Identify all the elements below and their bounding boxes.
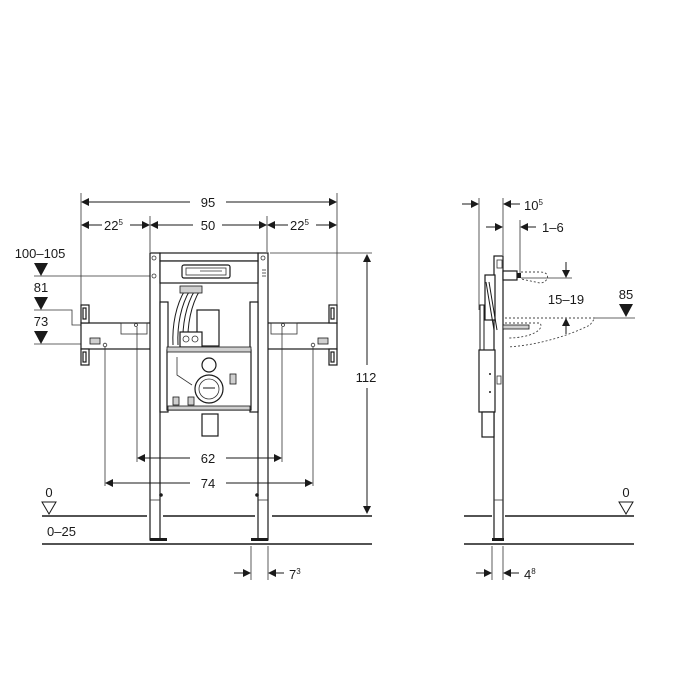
- svg-text:105: 105: [524, 198, 543, 213]
- frame-side-profile: [478, 255, 530, 541]
- dim-foot-side: 48: [476, 546, 536, 582]
- dim-fix-inner: 62: [137, 451, 282, 466]
- dim-7-3-label: 7: [289, 567, 296, 582]
- dim-22-5-left-label: 22: [104, 218, 118, 233]
- level-81-label: 81: [34, 280, 48, 295]
- level-open-triangle-icon: [618, 501, 634, 515]
- svg-text:225: 225: [290, 218, 309, 233]
- dim-total-width: 95: [81, 195, 337, 210]
- level-open-triangle-icon: [41, 501, 57, 515]
- dim-sup: 5: [538, 198, 543, 207]
- dim-fix-outer: 74: [105, 476, 313, 491]
- level-triangle-icon: [619, 304, 633, 317]
- dim-10-5-label: 10: [524, 198, 538, 213]
- dim-depth: 105: [462, 198, 543, 213]
- level-triangle-icon: [34, 297, 48, 310]
- dim-foot-front: 73: [234, 546, 301, 582]
- level-triangle-icon: [34, 263, 48, 276]
- drain-outlet: [201, 413, 219, 437]
- dim-offset: 1–6: [486, 220, 564, 235]
- side-floor-levels: 0: [464, 485, 634, 545]
- front-view: 95 225 50 225 100–105 81: [15, 193, 377, 582]
- dim-right-bracket: 225: [267, 218, 337, 233]
- dim-50-label: 50: [201, 218, 215, 233]
- dim-left-bracket: 225: [81, 218, 150, 233]
- dim-height: 112: [270, 252, 377, 514]
- svg-text:48: 48: [524, 567, 536, 582]
- dim-4-8-label: 4: [524, 567, 531, 582]
- dim-15-19-label: 15–19: [548, 292, 584, 307]
- dim-112-label: 112: [356, 370, 377, 385]
- left-wall-bracket: [80, 304, 152, 366]
- dim-rim-range: 15–19: [521, 262, 584, 334]
- dim-74-label: 74: [201, 476, 215, 491]
- floor-levels: 0 0–25: [41, 485, 372, 545]
- level-85-label: 85: [619, 287, 633, 302]
- level-marker-top: 100–105: [15, 246, 150, 277]
- flush-actuator: [181, 264, 231, 279]
- dim-22-5-right-label: 22: [290, 218, 304, 233]
- level-triangle-icon: [34, 331, 48, 344]
- dim-sup: 8: [531, 567, 536, 576]
- level-0-25-label: 0–25: [47, 524, 76, 539]
- level-0-label: 0: [622, 485, 629, 500]
- dim-sup: 5: [304, 218, 309, 227]
- dim-95-label: 95: [201, 195, 215, 210]
- level-73-label: 73: [34, 314, 48, 329]
- installation-frame: [149, 252, 269, 541]
- dim-sup: 5: [118, 218, 123, 227]
- wc-outline-dashed: [505, 271, 596, 348]
- dim-62-label: 62: [201, 451, 215, 466]
- dim-sup: 3: [296, 567, 301, 576]
- level-0-label: 0: [45, 485, 52, 500]
- level-100-105-label: 100–105: [15, 246, 66, 261]
- level-marker-rim: 85: [595, 287, 635, 319]
- right-wall-bracket: [266, 304, 338, 366]
- side-view: 105 1–6: [462, 198, 635, 582]
- svg-text:73: 73: [289, 567, 301, 582]
- dim-1-6-label: 1–6: [542, 220, 564, 235]
- svg-text:225: 225: [104, 218, 123, 233]
- dim-frame-width: 50: [150, 218, 267, 233]
